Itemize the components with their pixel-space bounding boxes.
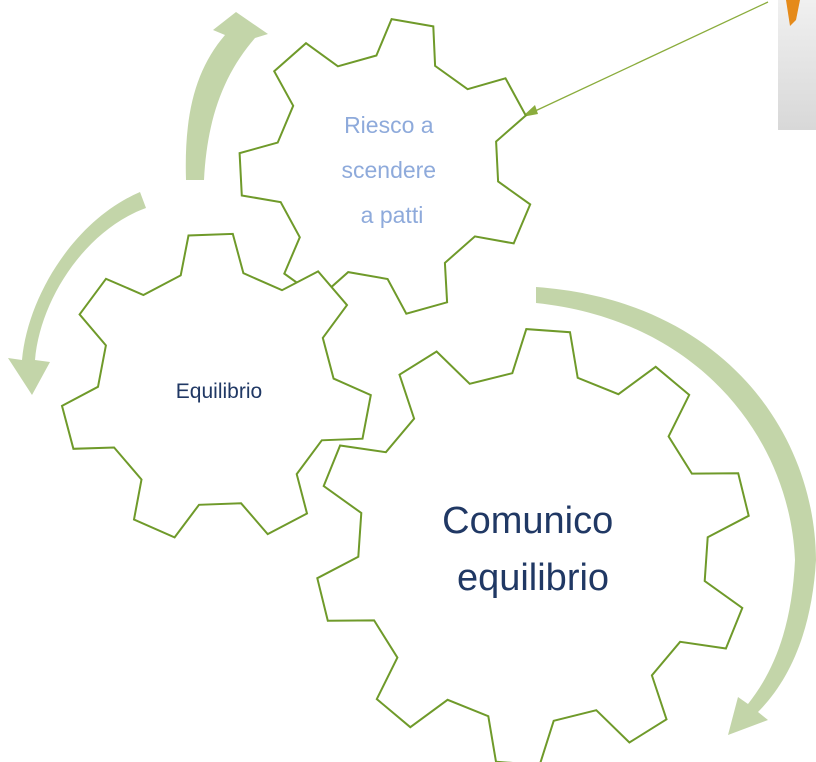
gear-top [238, 17, 532, 315]
arrow-up-top [185, 12, 268, 180]
pointer-arrow [522, 1, 769, 117]
cycle-arrows [8, 12, 816, 735]
gear-bottom-label: Comunico equilibrio [442, 500, 624, 599]
image-fragment [778, 0, 816, 130]
arrow-down-right [536, 287, 816, 735]
gear-left-label: Equilibrio [176, 380, 262, 403]
gear-bottom [316, 328, 750, 762]
gear-top-label: Riesco a scendere a patti [341, 112, 442, 228]
arrow-down-left [8, 192, 146, 395]
gear-left [60, 232, 372, 539]
